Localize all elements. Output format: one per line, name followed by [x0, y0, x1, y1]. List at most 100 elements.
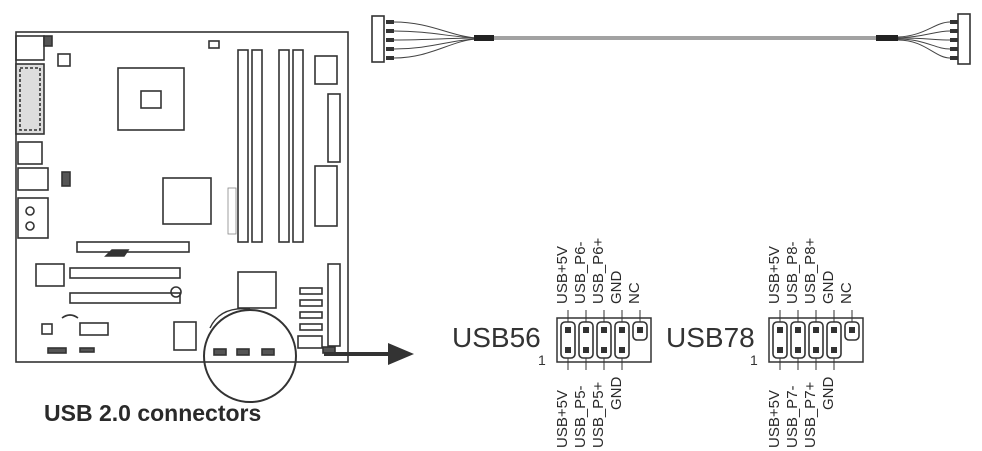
ide-connector	[327, 93, 341, 163]
cable-right-plug-pin	[950, 29, 958, 33]
header-pin	[601, 347, 607, 353]
sata-connector	[299, 323, 323, 331]
usb56-pin1-label: 1	[538, 352, 546, 368]
usb78-bottom-pin-label: USB+5V	[766, 390, 783, 448]
header-pin	[777, 347, 783, 353]
chip	[237, 271, 277, 309]
board-trace	[61, 314, 79, 319]
header-pin	[619, 347, 625, 353]
usb78-bottom-pin-label: USB_P7-	[784, 385, 801, 448]
cable-right-sleeve	[876, 35, 898, 41]
pci-slot	[69, 292, 181, 304]
usb56-top-pin-label: GND	[608, 270, 625, 304]
cable-left-plug-pin	[386, 56, 394, 60]
usb78-pin1-label: 1	[750, 352, 758, 368]
usb56-top-pin-label: USB+5V	[554, 246, 571, 304]
highlight-circle-arc	[209, 307, 251, 329]
floppy-connector	[314, 165, 338, 227]
usb78-header-name: USB78	[666, 322, 755, 353]
cable-left-plug-pin	[386, 20, 394, 24]
cable-right-wires	[897, 21, 951, 59]
header-pins	[79, 347, 95, 353]
usb56-bottom-pin-label: USB_P5+	[590, 381, 607, 448]
connector	[314, 55, 338, 85]
diagram-caption: USB 2.0 connectors	[44, 400, 262, 426]
header-pin	[831, 327, 837, 333]
pci-slot	[69, 267, 181, 279]
battery	[170, 286, 182, 298]
usb78-top-pin-label: USB_P8-	[784, 241, 801, 304]
chip	[57, 53, 71, 67]
motherboard-outline	[15, 31, 349, 363]
chip	[41, 323, 53, 335]
rear-io-block	[19, 67, 41, 131]
header-pin	[601, 327, 607, 333]
rear-io-block	[17, 197, 49, 239]
dimm-slot	[237, 49, 249, 243]
cable-right-plug-pin	[950, 56, 958, 60]
header-pin	[583, 347, 589, 353]
cable-right-plug-pin	[950, 47, 958, 51]
chip	[208, 40, 220, 49]
cable-left-plug-pin	[386, 38, 394, 42]
usb56-bottom-pin-label: USB_P5-	[572, 385, 589, 448]
audio-jack	[25, 221, 35, 231]
audio-jack	[25, 206, 35, 216]
cable-left-plug	[371, 15, 385, 63]
sata-connector	[299, 311, 323, 319]
usb78-bottom-pin-label: GND	[820, 376, 837, 410]
cpu-core	[140, 90, 162, 109]
rear-io-block	[17, 141, 43, 165]
chip	[35, 263, 65, 287]
logo-mark	[104, 249, 130, 257]
agp-slot	[76, 241, 190, 253]
usb56-top-pin-label: NC	[626, 282, 643, 304]
header-pin	[813, 347, 819, 353]
dimm-slot	[292, 49, 304, 243]
cable-right-plug-pin	[950, 38, 958, 42]
header-pin	[565, 347, 571, 353]
usb56-top-pin-label: USB_P6+	[590, 237, 607, 304]
header-pin	[637, 327, 643, 333]
usb78-top-pin-label: USB+5V	[766, 246, 783, 304]
cable-left-plug-pin	[386, 47, 394, 51]
rear-io-block	[15, 35, 45, 61]
dimm-slot	[278, 49, 290, 243]
header-pin	[795, 327, 801, 333]
cable-right-plug-pin	[950, 20, 958, 24]
usb78-header	[768, 310, 864, 370]
usb56-bottom-pin-label: GND	[608, 376, 625, 410]
cable-left-wires	[393, 21, 477, 59]
header-pin	[813, 327, 819, 333]
cable-left-sleeve	[474, 35, 494, 41]
usb78-top-pin-label: NC	[838, 282, 855, 304]
header-pin	[795, 347, 801, 353]
usb78-top-pin-label: GND	[820, 270, 837, 304]
connector	[327, 263, 341, 347]
header-pin	[849, 327, 855, 333]
usb78-bottom-pin-label: USB_P7+	[802, 381, 819, 448]
chipset	[162, 177, 212, 225]
header-pin	[583, 327, 589, 333]
usb-header-onboard	[213, 348, 227, 356]
usb56-top-pin-label: USB_P6-	[572, 241, 589, 304]
chip	[173, 321, 197, 351]
chip	[297, 335, 323, 349]
usb78-top-pin-label: USB_P8+	[802, 237, 819, 304]
sata-connector	[299, 287, 323, 295]
header-pin	[565, 327, 571, 333]
pointer-arrowhead	[388, 343, 414, 365]
sata-connector	[299, 299, 323, 307]
cpu-socket	[117, 67, 185, 131]
motherboard	[15, 31, 349, 363]
cable-left-plug-pin	[386, 29, 394, 33]
usb-header-onboard	[236, 348, 250, 356]
cable-right-plug	[957, 13, 971, 65]
header-pin	[619, 327, 625, 333]
usb56-header	[556, 310, 652, 370]
dimm-slot	[251, 49, 263, 243]
header-pin	[831, 347, 837, 353]
usb56-bottom-pin-label: USB+5V	[554, 390, 571, 448]
usb56-header-name: USB56	[452, 322, 541, 353]
